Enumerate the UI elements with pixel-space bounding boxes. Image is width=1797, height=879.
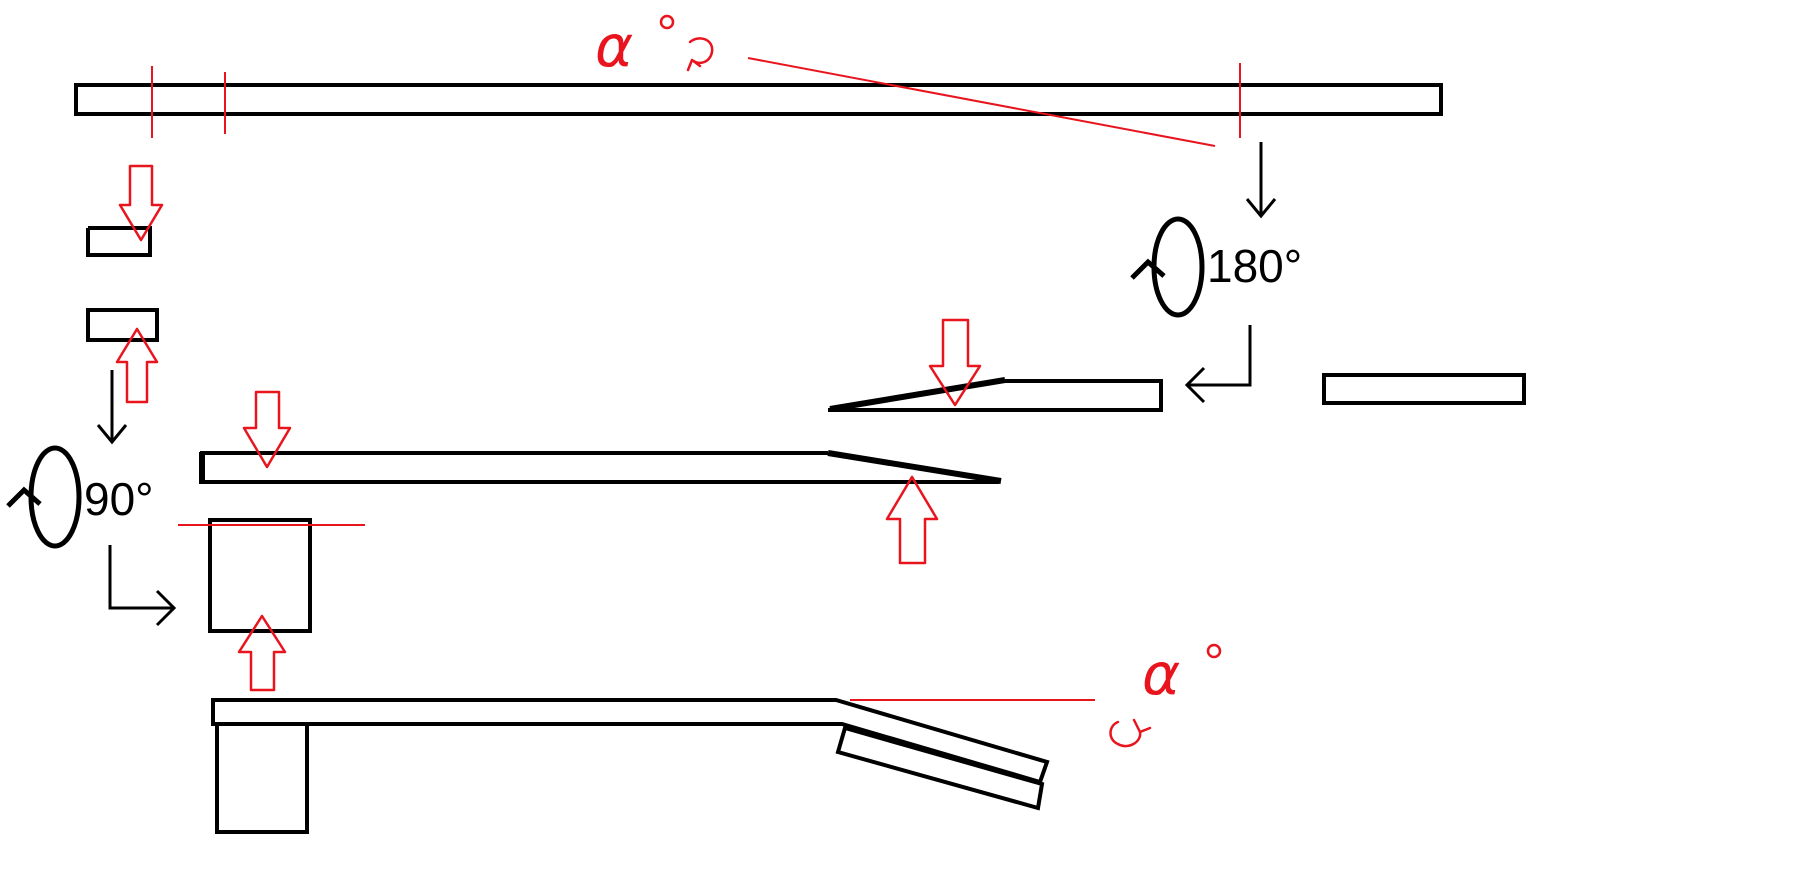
small-block-2: [86, 308, 159, 342]
press-arrow-down-small: [118, 164, 164, 242]
square-block-group: [178, 518, 365, 692]
bent-bar-lower-flange: [835, 725, 1045, 811]
bent-bar: [211, 698, 1050, 785]
tapered-piece-upper: [828, 318, 1163, 412]
alpha-angle-label-bottom: α: [1142, 640, 1180, 708]
bent-bar-group: α: [211, 640, 1222, 834]
flat-bar-short: [1322, 373, 1526, 405]
turn-arrow-icon-right: [108, 545, 177, 627]
press-arrow-up-small: [115, 327, 159, 404]
rotate-arrow-icon-top: [686, 37, 714, 72]
top-flat-bar: [74, 83, 1443, 116]
rotation-90-group: 90°: [6, 370, 177, 627]
down-arrow-icon-right: [1245, 142, 1277, 219]
rotation-180-label: 180°: [1207, 240, 1302, 292]
turn-arrow-icon-left: [1184, 325, 1252, 404]
rotate-90-arrowhead: [6, 486, 42, 508]
taper-edge-middle: [827, 450, 1002, 484]
press-arrow-up-middle: [885, 475, 939, 565]
rotation-90-label: 90°: [84, 473, 154, 525]
press-arrow-down-upper: [928, 318, 982, 407]
angle-cut-line-top: [747, 57, 1216, 147]
press-arrow-down-middle: [242, 390, 292, 469]
top-flat-bar-group: α: [74, 12, 1443, 147]
small-blocks-group: [86, 164, 164, 404]
taper-edge-upper: [829, 377, 1006, 412]
rotate-90-icon: [28, 445, 82, 549]
rotate-180-arrowhead: [1130, 258, 1166, 280]
press-arrow-up-square: [237, 614, 287, 692]
tapered-bar-upper: [828, 379, 1163, 412]
tapered-bar-long: [200, 451, 999, 484]
rotate-180-icon: [1151, 216, 1205, 318]
small-block-1: [86, 226, 152, 257]
support-block: [215, 722, 309, 834]
rotate-arrow-icon-bottom: [1109, 718, 1152, 748]
degree-circle-bottom: [1206, 643, 1222, 659]
degree-circle-top: [659, 14, 675, 30]
rotation-180-group: 180°: [1130, 142, 1526, 405]
tapered-piece-middle: [199, 390, 1002, 565]
square-block: [208, 518, 312, 633]
alpha-angle-label-top: α: [595, 12, 633, 80]
down-arrow-icon-left: [96, 370, 128, 445]
